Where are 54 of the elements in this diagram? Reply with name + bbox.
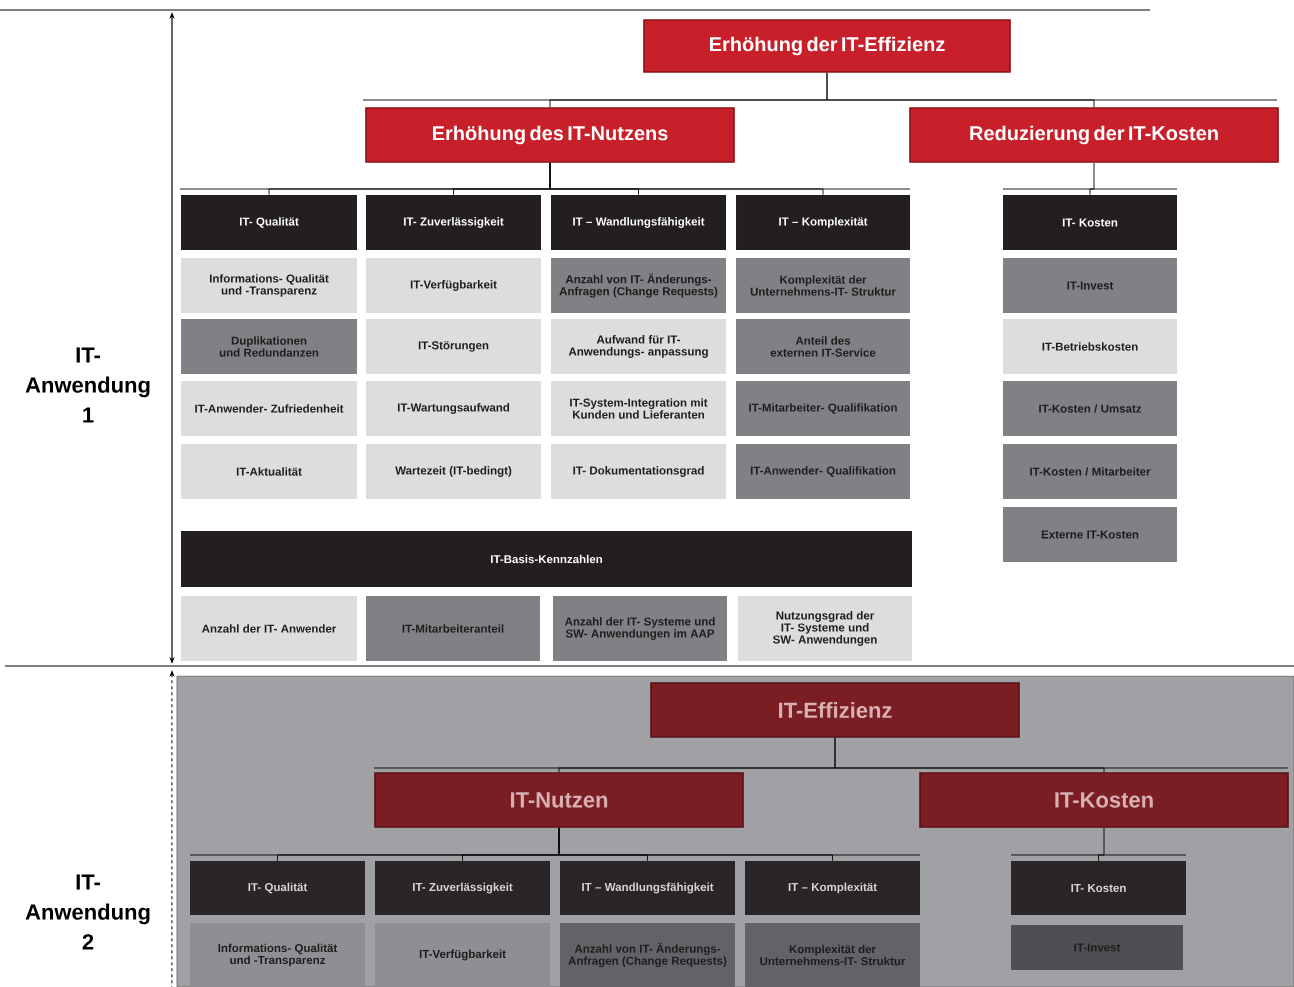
connector-line	[549, 162, 824, 196]
metric-cell: Wartezeit (IT-bedingt)	[366, 444, 541, 499]
connector-line	[826, 72, 1095, 108]
metric-cell: IT-Verfügbarkeit	[366, 258, 541, 313]
metric-cell: Aufwand für IT- Anwendungs- anpassung	[551, 319, 726, 374]
metric-cell: IT-Störungen	[366, 319, 541, 374]
metric-cell: Anteil des externen IT-Service	[736, 319, 910, 374]
category-header: IT- Kosten	[1003, 195, 1177, 250]
metric-cell: IT-Verfügbarkeit	[375, 923, 550, 987]
metric-cell: Informations- Qualität und -Transparenz	[190, 923, 365, 987]
category-header: IT- Zuverlässigkeit	[375, 861, 550, 915]
connector-line	[834, 737, 1105, 773]
goal-box: Erhöhung des IT-Nutzens	[365, 107, 735, 163]
metric-cell: IT-Betriebskosten	[1003, 319, 1177, 374]
metric-cell: IT-Wartungsaufwand	[366, 381, 541, 436]
category-header: IT – Komplexität	[736, 195, 910, 250]
category-header: IT- Kosten	[1011, 861, 1186, 915]
goal-box: IT-Effizienz	[650, 682, 1020, 738]
goal-box: IT-Nutzen	[374, 772, 744, 828]
metric-cell: Externe IT-Kosten	[1003, 507, 1177, 562]
goal-box: Reduzierung der IT-Kosten	[909, 107, 1279, 163]
metric-cell: IT-Kosten / Mitarbeiter	[1003, 444, 1177, 499]
metric-cell: Informations- Qualität und -Transparenz	[181, 258, 357, 313]
metric-cell: Komplexität der Unternehmens-IT- Struktur	[745, 923, 920, 987]
category-header: IT- Qualität	[181, 195, 357, 250]
metric-cell: IT-Kosten / Umsatz	[1003, 381, 1177, 436]
section-label: IT- Anwendung 2	[25, 874, 150, 950]
metric-cell: IT-System-Integration mit Kunden und Lieferanten	[551, 381, 726, 436]
metric-cell: Anzahl von IT- Änderungs-Anfragen (Change Requests)	[551, 258, 726, 313]
metric-cell: IT-Anwender- Qualifikation	[736, 444, 910, 499]
goal-box: Erhöhung der IT-Effizienz	[643, 19, 1011, 73]
connector-line	[1098, 827, 1105, 862]
metric-cell: IT- Dokumentationsgrad	[551, 444, 726, 499]
metric-cell: IT-Mitarbeiteranteil	[366, 596, 540, 661]
category-header: IT – Komplexität	[745, 861, 920, 915]
connector-line	[1089, 162, 1095, 196]
metric-cell: Nutzungsgrad der IT- Systeme und SW- Anwendungen	[738, 596, 912, 661]
connector-line	[558, 827, 833, 862]
category-header: IT-Basis-Kennzahlen	[181, 531, 912, 587]
metric-cell: Duplikationen und Redundanzen	[181, 319, 357, 374]
category-header: IT – Wandlungsfähigkeit	[560, 861, 735, 915]
metric-cell: Anzahl der IT- Systeme und SW- Anwendungen im AAP	[553, 596, 727, 661]
metric-cell: IT-Aktualität	[181, 444, 357, 499]
metric-cell: IT-Mitarbeiter- Qualifikation	[736, 381, 910, 436]
metric-cell: Anzahl von IT- Änderungs-Anfragen (Change Requests)	[560, 923, 735, 987]
metric-cell: IT-Invest	[1003, 258, 1177, 313]
metric-cell: Komplexität der Unternehmens-IT- Struktur	[736, 258, 910, 313]
category-header: IT – Wandlungsfähigkeit	[551, 195, 726, 250]
metric-cell: IT-Anwender- Zufriedenheit	[181, 381, 357, 436]
category-header: IT- Zuverlässigkeit	[366, 195, 541, 250]
section-label: IT- Anwendung 1	[25, 347, 150, 423]
metric-cell: Anzahl der IT- Anwender	[181, 596, 357, 661]
goal-box: IT-Kosten	[919, 772, 1289, 828]
category-header: IT- Qualität	[190, 861, 365, 915]
